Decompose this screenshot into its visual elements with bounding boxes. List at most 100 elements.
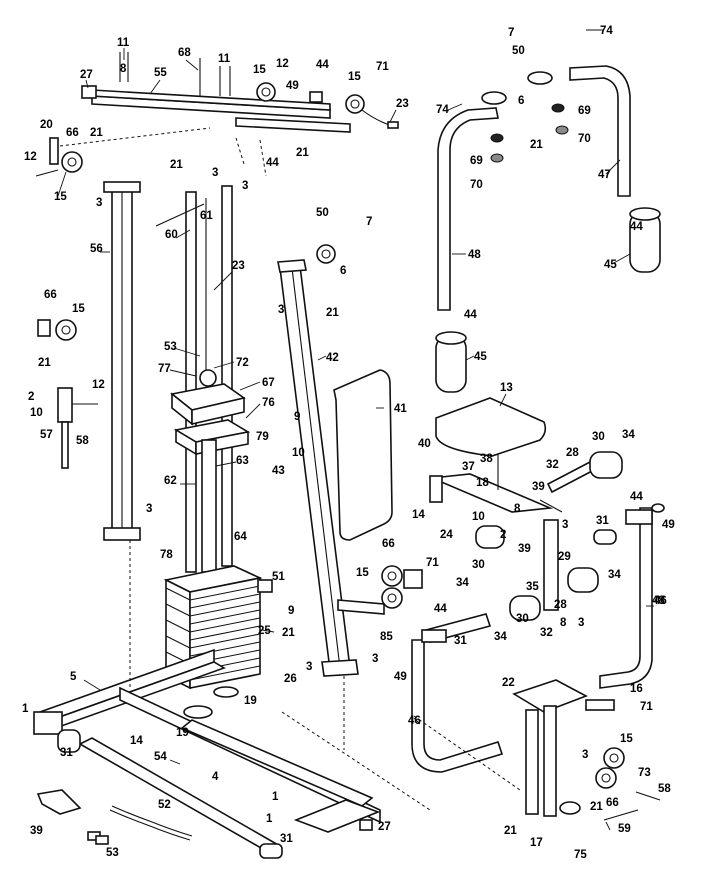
top-cross-beam [81,85,351,133]
callout-label: 34 [494,631,507,643]
callout-label: 4 [212,771,219,783]
callout-label: 45 [604,259,617,271]
callout-label: 34 [622,429,635,441]
left-upright-56 [103,181,141,541]
weight-carriage-76 [173,369,251,573]
callout-label: 21 [530,139,543,151]
callout-label: 3 [582,749,588,761]
callout-label: 52 [158,799,171,811]
hardware-bolts-top [119,52,231,96]
callout-label: 79 [256,431,269,443]
callout-label: 1 [22,703,29,715]
chain-52 [109,805,193,841]
callout-label: 32 [546,459,559,471]
rubber-bumpers-19 [183,686,239,719]
callout-label: 44 [434,603,447,615]
callout-label: 15 [348,71,361,83]
clip-53 [87,831,109,845]
callout-label: 66 [66,127,79,139]
arm-pulley-6 [481,71,569,163]
callout-label: 3 [96,197,102,209]
callout-label: 44 [316,59,329,71]
front-leg-46-left [411,629,504,773]
callout-label: 28 [554,599,567,611]
callout-label: 19 [244,695,257,707]
callout-label: 49 [662,519,675,531]
callout-label: 44 [630,221,643,233]
callout-label: 6 [518,95,524,107]
callout-label: 44 [464,309,477,321]
callout-label: 10 [30,407,43,419]
callout-label: 17 [530,837,543,849]
callout-label: 38 [480,453,493,465]
ankle-strap-39 [36,789,82,815]
callout-label: 59 [618,823,631,835]
callout-label: 49 [286,80,299,92]
callout-label: 28 [566,447,579,459]
callout-label: 34 [608,569,621,581]
callout-label: 9 [288,605,294,617]
callout-label: 11 [117,37,130,49]
callout-label: 7 [366,216,372,228]
callout-label: 71 [376,61,389,73]
callout-label: 46 [408,715,421,727]
rollers-30 [475,525,617,621]
callout-label: 46 [654,595,667,607]
callout-label: 1 [266,813,273,825]
callout-label: 22 [502,677,515,689]
base-plate-1 [293,799,381,833]
callout-label: 64 [234,531,247,543]
roller-pad-45-lower [435,331,467,393]
callout-label: 12 [24,151,37,163]
callout-label: 67 [262,377,275,389]
top-plate-67 [170,383,246,426]
callout-label: 72 [236,357,249,369]
callout-label: 61 [200,210,213,222]
callout-label: 42 [326,352,339,364]
callout-label: 10 [472,511,485,523]
callout-label: 55 [154,67,167,79]
callout-label: 21 [590,801,603,813]
callout-label: 3 [146,503,152,515]
seat-frame-36 [428,454,554,513]
top-pulley-15 [256,82,276,102]
callout-label: 21 [90,127,103,139]
back-pad-41 [333,369,393,541]
callout-label: 21 [170,159,183,171]
center-upright-42 [277,244,359,677]
callout-label: 75 [574,849,587,861]
part-51 [257,579,273,593]
callout-label: 23 [232,260,245,272]
callout-label: 21 [296,147,309,159]
callout-label: 44 [266,157,279,169]
callout-label: 74 [600,25,613,37]
callout-label: 3 [372,653,378,665]
guide-rods [155,185,233,573]
callout-label: 1 [272,791,279,803]
press-arm-47 [569,65,631,197]
base-rail-4 [180,719,374,807]
callout-label: 69 [470,155,483,167]
callout-label: 10 [292,447,305,459]
roller-pad-45-upper [629,207,661,273]
callout-label: 3 [212,167,218,179]
callout-label: 30 [516,613,529,625]
callout-label: 85 [380,631,393,643]
callout-label: 6 [340,265,346,277]
callout-label: 12 [276,58,289,70]
callout-label: 9 [294,411,300,423]
front-leg-46-right [599,503,665,689]
callout-label: 27 [80,69,93,81]
callout-label: 50 [512,45,525,57]
callout-label: 18 [476,477,489,489]
callout-label: 14 [130,735,143,747]
callout-label: 7 [508,27,514,39]
callout-label: 69 [578,105,591,117]
callout-label: 31 [280,833,293,845]
callout-label: 39 [30,825,43,837]
callout-label: 71 [426,557,439,569]
callout-label: 66 [382,538,395,550]
callout-label: 3 [306,661,312,673]
callout-label: 19 [176,727,189,739]
